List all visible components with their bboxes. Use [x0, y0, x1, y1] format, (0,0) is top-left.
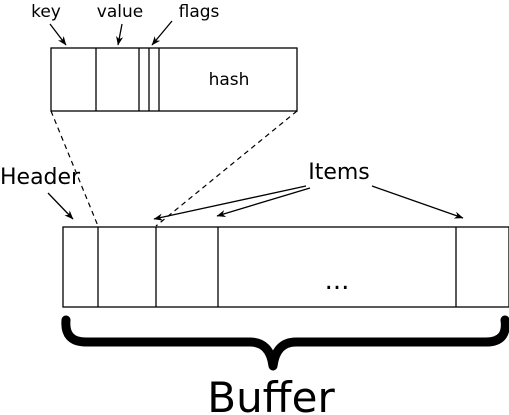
key-arrow — [49, 23, 67, 46]
flags-arrow — [151, 20, 173, 46]
header-label: Header — [0, 165, 81, 190]
buffer-brace — [61, 315, 509, 371]
flags-label: flags — [179, 2, 220, 22]
item-detail-outline — [50, 47, 298, 112]
items-arrow-3 — [371, 185, 464, 219]
items-label: Items — [308, 160, 370, 185]
projection-line-left — [50, 110, 99, 227]
header-arrow — [47, 192, 74, 220]
value-arrow — [116, 23, 124, 46]
buffer-box: ... — [62, 226, 509, 308]
projection-line-right — [155, 110, 298, 227]
items-arrow-1 — [153, 185, 307, 221]
value-label: value — [97, 2, 143, 22]
item-detail-box: hash — [50, 47, 298, 112]
ellipsis-label: ... — [325, 266, 350, 296]
items-arrow-2 — [216, 187, 311, 217]
buffer-label: Buffer — [207, 373, 335, 415]
hash-label: hash — [209, 70, 250, 90]
key-label: key — [31, 2, 61, 22]
buffer-outline — [62, 226, 509, 308]
